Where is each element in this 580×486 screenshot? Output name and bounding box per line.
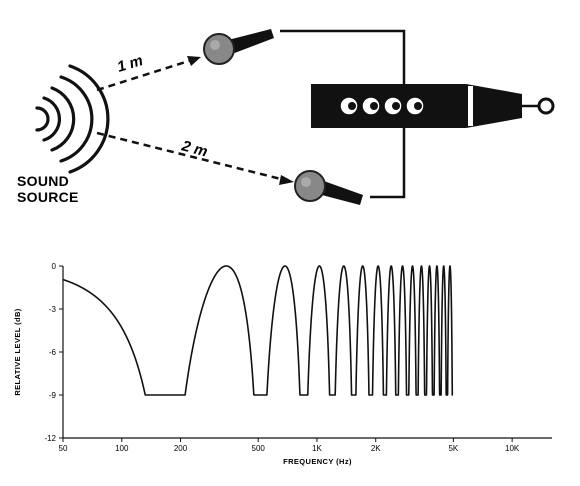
sound-source-label-line2: SOURCE — [17, 189, 79, 205]
chart-axes — [59, 265, 552, 442]
path-1m — [96, 56, 201, 92]
y-tick-labels: 0 -3 -6 -9 -12 — [44, 262, 56, 443]
mixer-icon — [311, 84, 555, 128]
x-tick-label: 50 — [59, 444, 68, 453]
x-tick-label: 500 — [252, 444, 266, 453]
microphone-2-icon — [294, 170, 363, 205]
x-tick-label: 100 — [115, 444, 129, 453]
y-tick-label: -6 — [49, 348, 57, 357]
x-tick-labels: 50 100 200 500 1K 2K 5K 10K — [59, 444, 520, 453]
mic-cables — [280, 29, 406, 199]
x-tick-label: 10K — [505, 444, 520, 453]
frequency-response-chart: 50 100 200 500 1K 2K 5K 10K 0 -3 -6 -9 -12 FREQUENC… — [13, 262, 552, 466]
x-tick-label: 1K — [312, 444, 322, 453]
microphone-1-icon — [203, 29, 274, 65]
x-axis-title: FREQUENCY (Hz) — [283, 457, 352, 466]
y-tick-label: -9 — [49, 391, 57, 400]
y-tick-label: 0 — [52, 262, 57, 271]
x-tick-label: 5K — [448, 444, 458, 453]
sound-source-waves-icon — [35, 64, 110, 174]
distance-label-1m: 1 m — [115, 52, 145, 76]
sound-source-label-line1: SOUND — [17, 173, 69, 189]
series-response-curve — [62, 265, 454, 396]
y-tick-label: -3 — [49, 305, 57, 314]
x-tick-label: 2K — [371, 444, 381, 453]
y-tick-label: -12 — [44, 434, 56, 443]
y-axis-title: RELATIVE LEVEL (dB) — [13, 308, 22, 395]
path-2m — [96, 131, 294, 185]
x-tick-label: 200 — [174, 444, 188, 453]
distance-label-2m: 2 m — [179, 137, 209, 160]
